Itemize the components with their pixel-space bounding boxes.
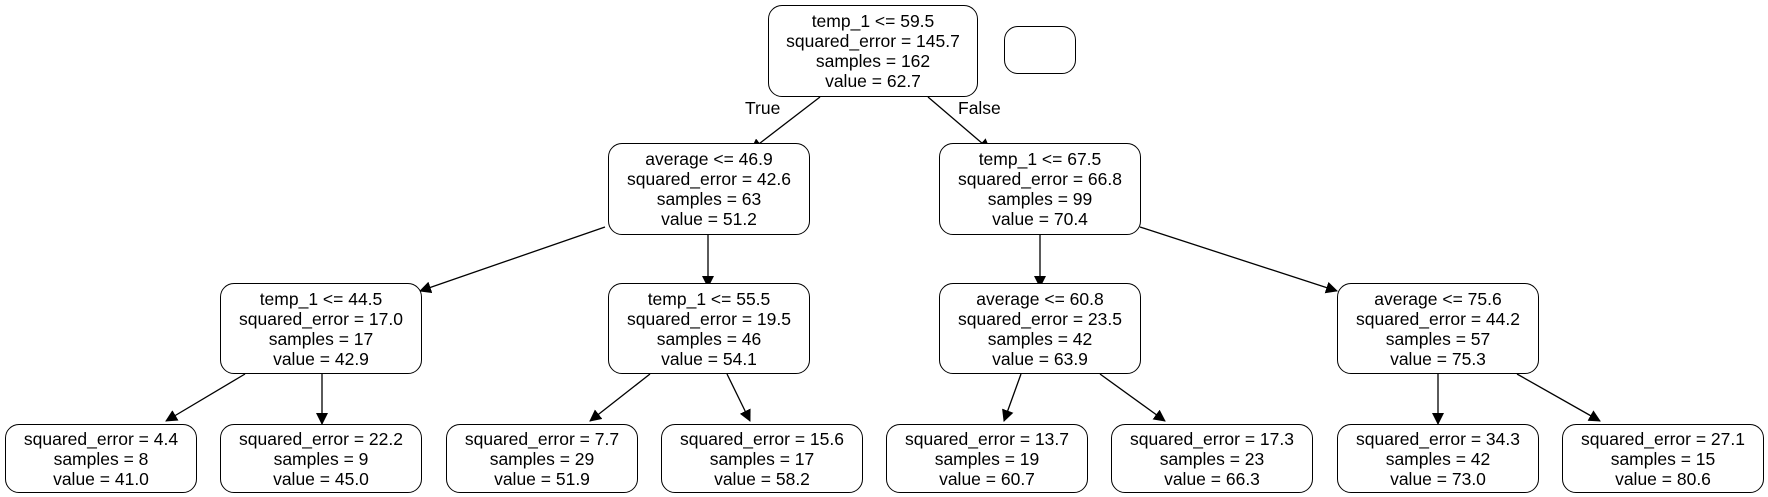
node-samples: samples = 29 bbox=[489, 448, 595, 469]
node-value: value = 42.9 bbox=[273, 348, 369, 369]
node-value: value = 60.7 bbox=[939, 468, 1035, 489]
edge-l2-c-leaf-6 bbox=[1099, 373, 1166, 422]
edge-l2-d-leaf-8 bbox=[1516, 373, 1601, 422]
edge-label-true: True bbox=[745, 98, 781, 118]
node-split-condition: average <= 46.9 bbox=[645, 149, 773, 169]
edge-l2-a-leaf-1 bbox=[165, 373, 246, 422]
tree-node-l1-right: temp_1 <= 67.5 squared_error = 66.8 samp… bbox=[939, 143, 1141, 235]
tree-leaf-2: squared_error = 22.2 samples = 9 value =… bbox=[220, 424, 422, 493]
node-samples: samples = 17 bbox=[268, 328, 374, 349]
node-split-condition: temp_1 <= 44.5 bbox=[259, 288, 383, 309]
node-value: value = 54.1 bbox=[661, 348, 757, 369]
node-squared-error: squared_error = 17.0 bbox=[239, 308, 403, 329]
node-value: value = 73.0 bbox=[1390, 468, 1486, 489]
tree-node-l2-b: temp_1 <= 55.5 squared_error = 19.5 samp… bbox=[608, 283, 810, 374]
node-squared-error: squared_error = 4.4 bbox=[23, 428, 179, 449]
node-split-condition: temp_1 <= 59.5 bbox=[811, 11, 935, 31]
node-samples: samples = 15 bbox=[1610, 448, 1716, 469]
node-samples: samples = 9 bbox=[273, 448, 369, 469]
tree-leaf-5: squared_error = 13.7 samples = 19 value … bbox=[886, 424, 1088, 493]
node-squared-error: squared_error = 145.7 bbox=[786, 31, 960, 51]
node-split-condition: average <= 60.8 bbox=[976, 288, 1104, 309]
node-squared-error: squared_error = 42.6 bbox=[627, 169, 791, 189]
tree-node-l2-c: average <= 60.8 squared_error = 23.5 sam… bbox=[939, 283, 1141, 374]
node-value: value = 51.2 bbox=[661, 209, 757, 229]
node-samples: samples = 57 bbox=[1385, 328, 1491, 349]
node-value: value = 66.3 bbox=[1164, 468, 1260, 489]
node-samples: samples = 42 bbox=[987, 328, 1093, 349]
node-value: value = 62.7 bbox=[825, 71, 921, 91]
tree-node-root: temp_1 <= 59.5 squared_error = 145.7 sam… bbox=[768, 5, 978, 97]
node-value: value = 75.3 bbox=[1390, 348, 1486, 369]
node-squared-error: squared_error = 17.3 bbox=[1130, 428, 1294, 449]
node-squared-error: squared_error = 15.6 bbox=[680, 428, 844, 449]
tree-leaf-8: squared_error = 27.1 samples = 15 value … bbox=[1562, 424, 1764, 493]
node-samples: samples = 46 bbox=[656, 328, 762, 349]
node-value: value = 63.9 bbox=[992, 348, 1088, 369]
node-squared-error: squared_error = 19.5 bbox=[627, 308, 791, 329]
edge-l1-left-l2-a bbox=[419, 226, 606, 294]
edge-l2-c-leaf-5 bbox=[1002, 373, 1022, 422]
node-split-condition: average <= 75.6 bbox=[1374, 288, 1502, 309]
tree-node-l2-d: average <= 75.6 squared_error = 44.2 sam… bbox=[1337, 283, 1539, 374]
node-split-condition: temp_1 <= 67.5 bbox=[978, 149, 1102, 169]
node-value: value = 80.6 bbox=[1615, 468, 1711, 489]
node-value: value = 58.2 bbox=[714, 468, 810, 489]
tree-node-l2-a: temp_1 <= 44.5 squared_error = 17.0 samp… bbox=[220, 283, 422, 374]
tree-node-l1-left: average <= 46.9 squared_error = 42.6 sam… bbox=[608, 143, 810, 235]
edge-root-l1-right bbox=[927, 96, 991, 151]
tree-leaf-7: squared_error = 34.3 samples = 42 value … bbox=[1337, 424, 1539, 493]
node-samples: samples = 63 bbox=[656, 189, 762, 209]
node-samples: samples = 23 bbox=[1159, 448, 1265, 469]
node-samples: samples = 99 bbox=[987, 189, 1093, 209]
edge-root-l1-left bbox=[750, 96, 821, 151]
legend-box bbox=[1004, 26, 1076, 74]
node-value: value = 41.0 bbox=[53, 468, 149, 489]
node-value: value = 51.9 bbox=[494, 468, 590, 489]
node-samples: samples = 42 bbox=[1385, 448, 1491, 469]
tree-leaf-1: squared_error = 4.4 samples = 8 value = … bbox=[5, 424, 197, 493]
node-squared-error: squared_error = 22.2 bbox=[239, 428, 403, 449]
node-value: value = 45.0 bbox=[273, 468, 369, 489]
node-samples: samples = 19 bbox=[934, 448, 1040, 469]
node-squared-error: squared_error = 23.5 bbox=[958, 308, 1122, 329]
node-split-condition: temp_1 <= 55.5 bbox=[647, 288, 771, 309]
node-samples: samples = 8 bbox=[53, 448, 149, 469]
node-samples: samples = 17 bbox=[709, 448, 815, 469]
edge-l1-right-l2-d bbox=[1139, 226, 1338, 294]
edge-l2-b-leaf-3 bbox=[589, 373, 651, 422]
tree-leaf-4: squared_error = 15.6 samples = 17 value … bbox=[661, 424, 863, 493]
node-squared-error: squared_error = 7.7 bbox=[464, 428, 620, 449]
node-squared-error: squared_error = 44.2 bbox=[1356, 308, 1520, 329]
edge-l2-b-leaf-4 bbox=[726, 373, 751, 422]
edge-label-false: False bbox=[958, 98, 1001, 118]
node-squared-error: squared_error = 27.1 bbox=[1581, 428, 1745, 449]
node-squared-error: squared_error = 66.8 bbox=[958, 169, 1122, 189]
node-squared-error: squared_error = 34.3 bbox=[1356, 428, 1520, 449]
node-value: value = 70.4 bbox=[992, 209, 1088, 229]
tree-leaf-3: squared_error = 7.7 samples = 29 value =… bbox=[446, 424, 638, 493]
node-samples: samples = 162 bbox=[815, 51, 931, 71]
tree-leaf-6: squared_error = 17.3 samples = 23 value … bbox=[1111, 424, 1313, 493]
node-squared-error: squared_error = 13.7 bbox=[905, 428, 1069, 449]
